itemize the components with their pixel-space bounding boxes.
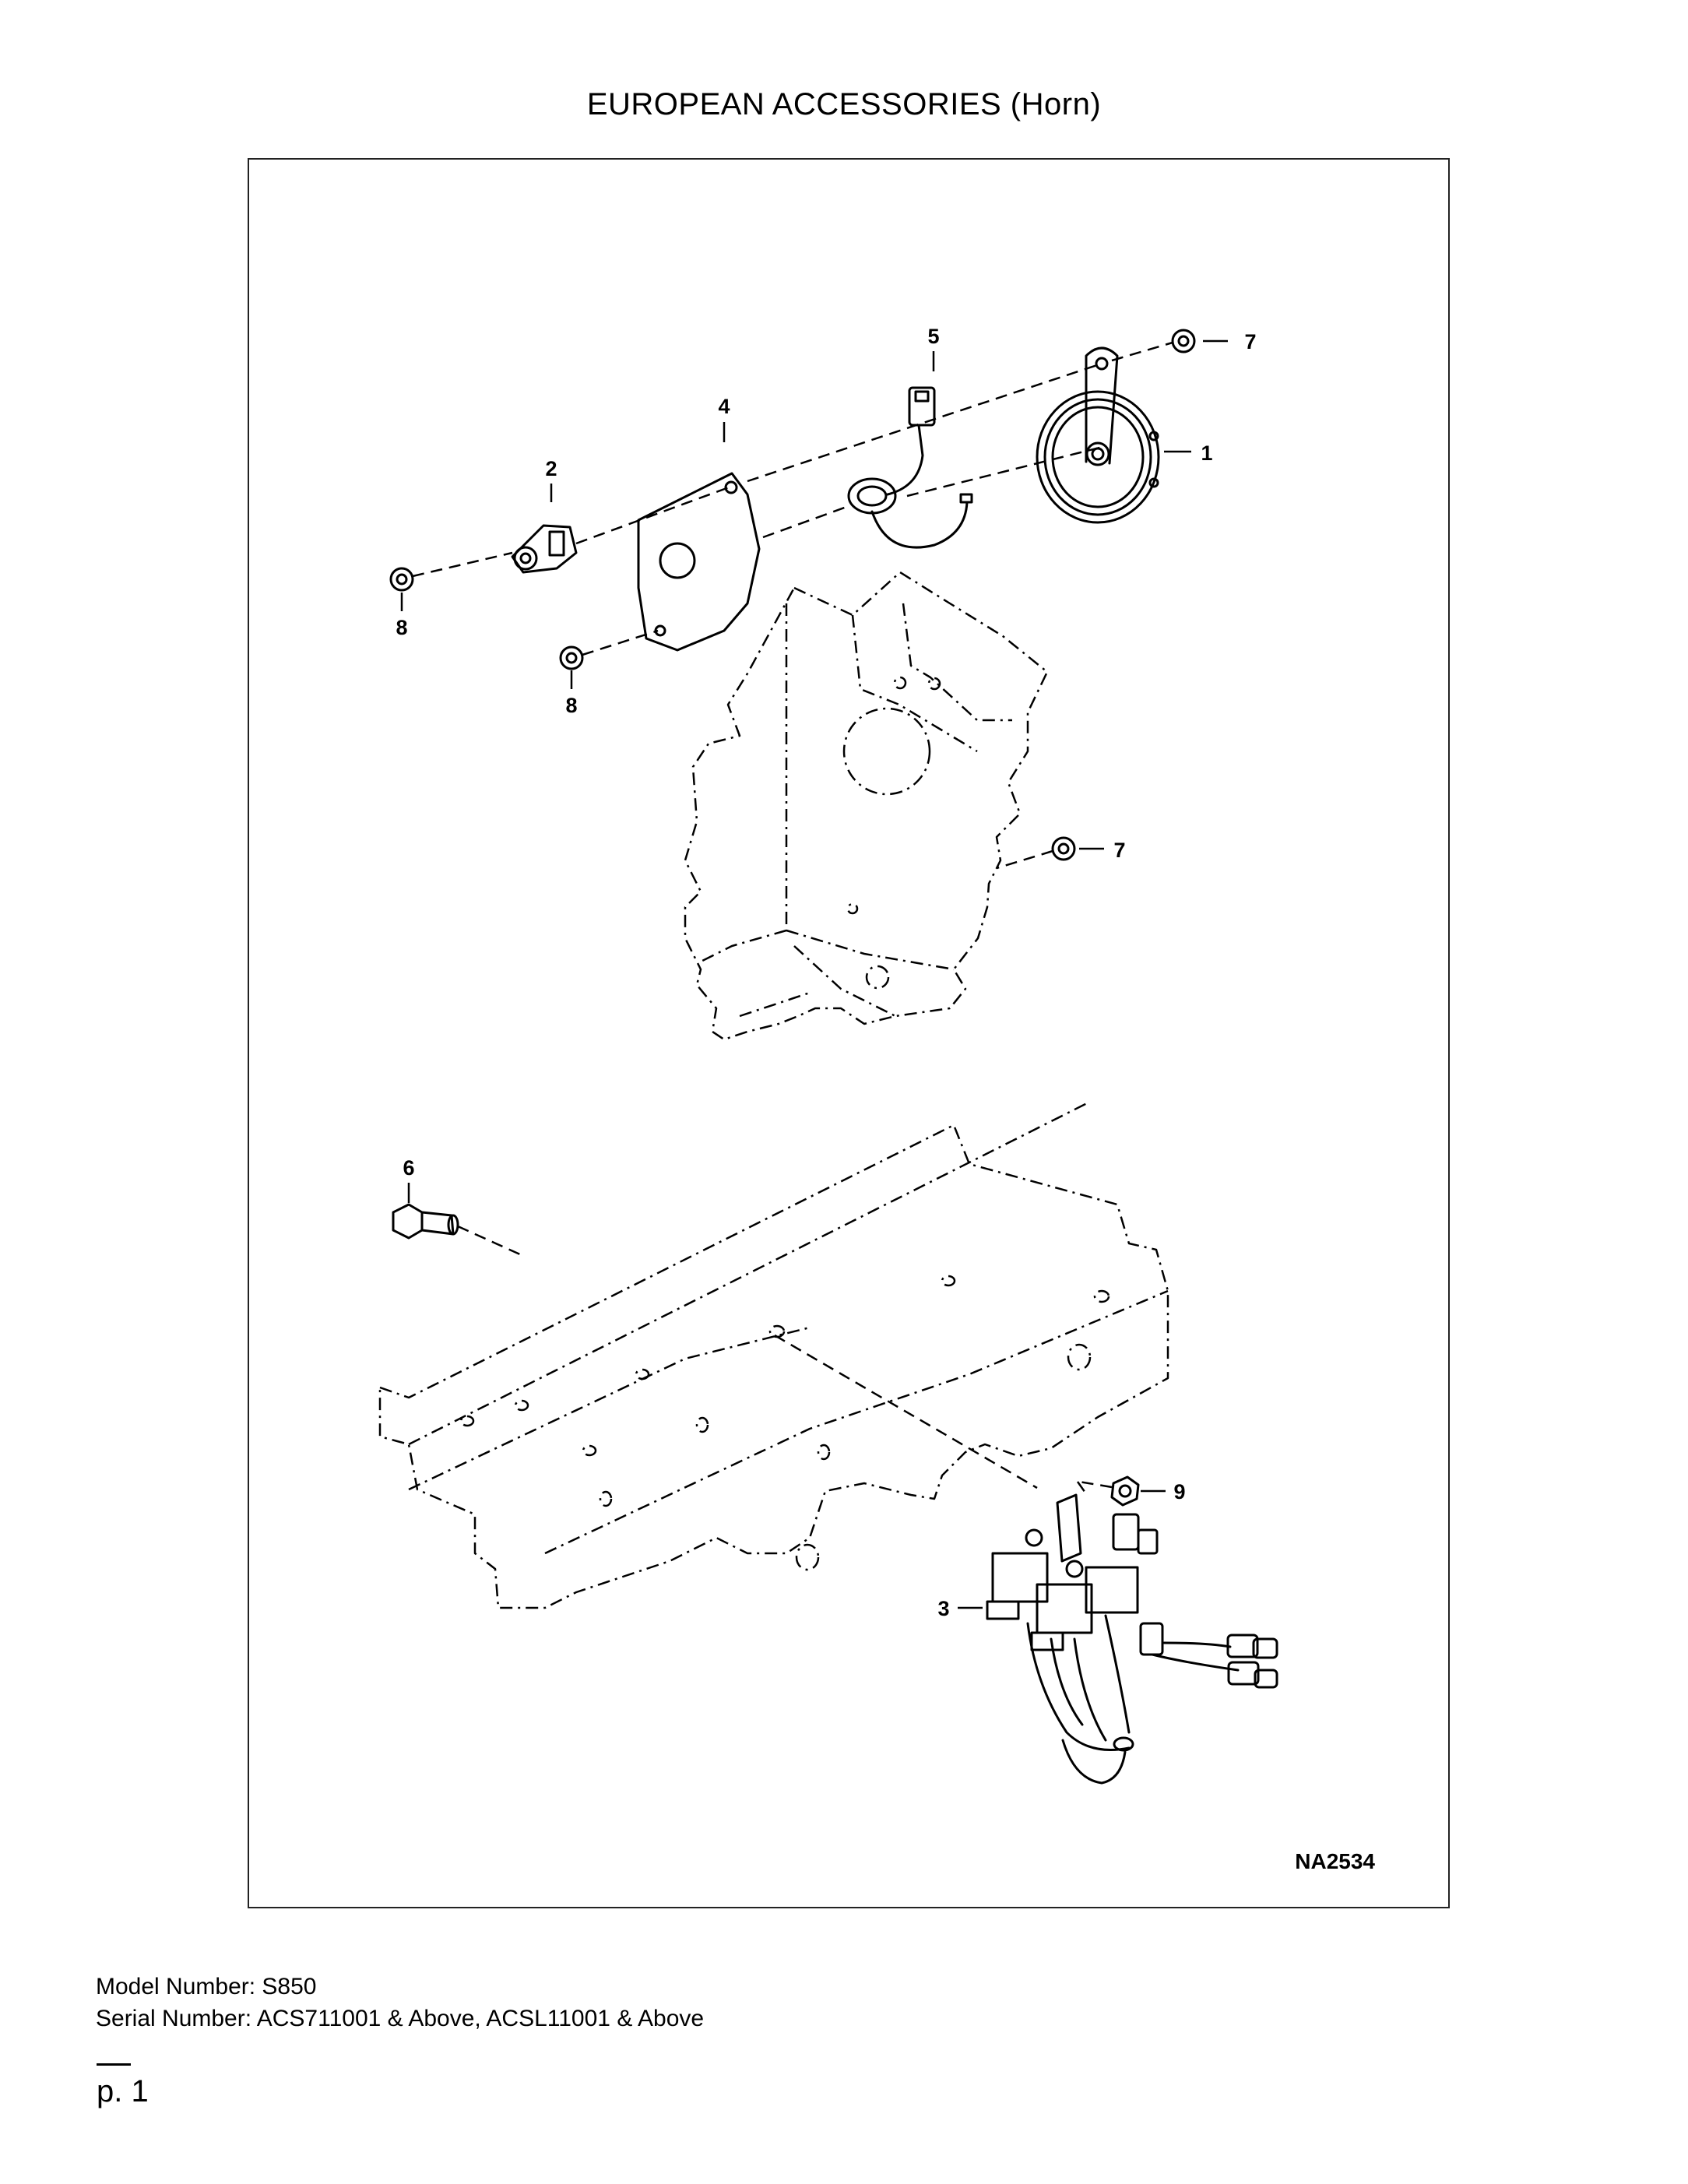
callout-8-left: 8 [396,616,407,639]
relay-harness [986,1493,1278,1785]
parts-diagram: 7 1 5 4 2 8 8 7 6 9 3 NA2534 [248,158,1450,1908]
nut-7-mid [1051,836,1076,861]
page-number: p. 1 [97,2074,149,2108]
callout-9: 9 [1173,1480,1185,1503]
horn [1036,346,1160,524]
figure-id: NA2534 [1295,1849,1375,1873]
nut-8-right [559,645,584,670]
upper-frame-weldment [684,571,1049,1041]
small-bracket [511,524,578,574]
serial-number: Serial Number: ACS711001 & Above, ACSL11… [96,2006,705,2031]
nut-7-top [1171,329,1196,353]
bracket-plate [637,472,761,652]
nut-9 [1110,1475,1140,1507]
callout-6: 6 [403,1156,414,1180]
page-number-rule [97,2063,131,2066]
callout-8-right: 8 [565,694,577,717]
exploded-view-drawing: 7 1 5 4 2 8 8 7 6 9 3 NA2534 [378,325,1375,1873]
callout-1: 1 [1201,441,1212,465]
page-title: EUROPEAN ACCESSORIES (Horn) [586,87,1102,121]
model-number: Model Number: S850 [96,1974,317,1999]
callout-2: 2 [545,457,557,480]
callout-7-top: 7 [1244,330,1256,353]
wire-connector [847,386,973,549]
callout-3: 3 [937,1597,949,1620]
callout-7-mid: 7 [1113,839,1125,862]
lower-frame-weldment [378,1100,1169,1609]
callout-5: 5 [927,325,939,348]
callout-4: 4 [718,395,730,418]
bolt [392,1203,459,1240]
nut-8-left [389,567,414,592]
